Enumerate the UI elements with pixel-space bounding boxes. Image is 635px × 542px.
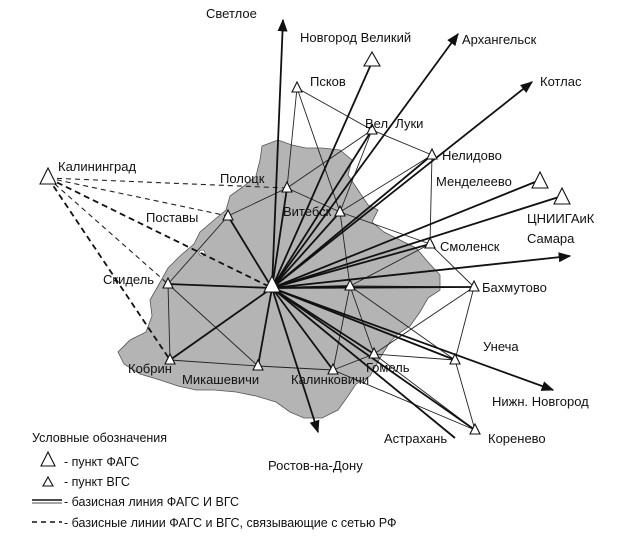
label-vel-luki: Вел. Луки (365, 116, 423, 131)
point-skidel (162, 276, 174, 289)
point-smolensk (424, 236, 436, 249)
point-novgorod (363, 50, 381, 67)
place-labels: Светлое Новгород Великий Архангельск Пск… (58, 6, 595, 473)
label-korenevo: Коренево (488, 431, 546, 446)
label-arkhangelsk: Архангельск (462, 32, 537, 47)
label-smolensk: Смоленск (440, 239, 500, 254)
label-tsniigaik: ЦНИИГАиК (527, 211, 595, 226)
fags-points (39, 50, 571, 293)
label-kobrin: Кобрин (128, 361, 172, 376)
label-vitebsk: Витебск (283, 204, 332, 219)
label-kalinkovichi: Калинковичи (291, 372, 369, 387)
point-mendeleevo (531, 170, 549, 189)
label-mikashevichi: Микашевичи (182, 372, 259, 387)
legend: Условные обозначения - пункт ФАГС - пунк… (32, 431, 397, 530)
legend-base-line-text: - базисная линия ФАГС И ВГС (64, 495, 239, 509)
label-gomel: Гомель (366, 360, 410, 375)
point-nelidovo (426, 147, 438, 160)
fags-base-lines (167, 18, 572, 439)
label-nizhn-novgorod: Нижн. Новгород (492, 394, 589, 409)
label-bakhmutovo: Бахмутово (482, 280, 547, 295)
label-svetloe: Светлое (206, 6, 257, 21)
point-kobrin (164, 352, 176, 365)
label-kaliningrad: Калининград (58, 159, 136, 174)
point-pskov (291, 80, 303, 93)
point-polotsk (281, 180, 293, 193)
point-vitebsk (334, 204, 346, 217)
point-gomel (368, 346, 380, 359)
point-bakhmutovo (468, 279, 480, 292)
legend-vgs-symbol (42, 475, 54, 487)
dashed-links-kaliningrad (47, 177, 288, 361)
label-samara: Самара (527, 231, 575, 246)
point-postavy (222, 208, 234, 221)
legend-fags-symbol (40, 450, 56, 467)
point-tsniigaik (553, 186, 571, 205)
point-korenevo (469, 422, 481, 435)
point-kalinkovichi (327, 362, 339, 375)
point-vel-luki (366, 122, 378, 135)
legend-title: Условные обозначения (32, 431, 167, 445)
point-central (263, 274, 281, 293)
label-novgorod: Новгород Великий (300, 30, 411, 45)
point-kaliningrad (39, 166, 57, 185)
point-unecha (449, 352, 461, 365)
label-nelidovo: Нелидово (442, 148, 502, 163)
legend-dashed-text: - базисные линии ФАГС и ВГС, связывающие… (64, 516, 397, 530)
label-unecha: Унеча (483, 339, 519, 354)
label-kotlas: Котлас (540, 74, 582, 89)
label-skidel: Скидель (103, 272, 154, 287)
label-polotsk: Полоцк (220, 171, 265, 186)
label-astrakhan: Астрахань (384, 431, 447, 446)
legend-vgs-text: - пункт ВГС (64, 475, 130, 489)
label-mendeleevo: Менделеево (436, 174, 512, 189)
label-postavy: Поставы (146, 210, 198, 225)
vgs-points (162, 80, 481, 435)
point-mikashevichi (252, 358, 264, 371)
legend-fags-text: - пункт ФАГС (64, 455, 139, 469)
point-minsk-area (344, 278, 356, 291)
label-pskov: Псков (310, 74, 346, 89)
label-rostov: Ростов-на-Дону (268, 458, 363, 473)
